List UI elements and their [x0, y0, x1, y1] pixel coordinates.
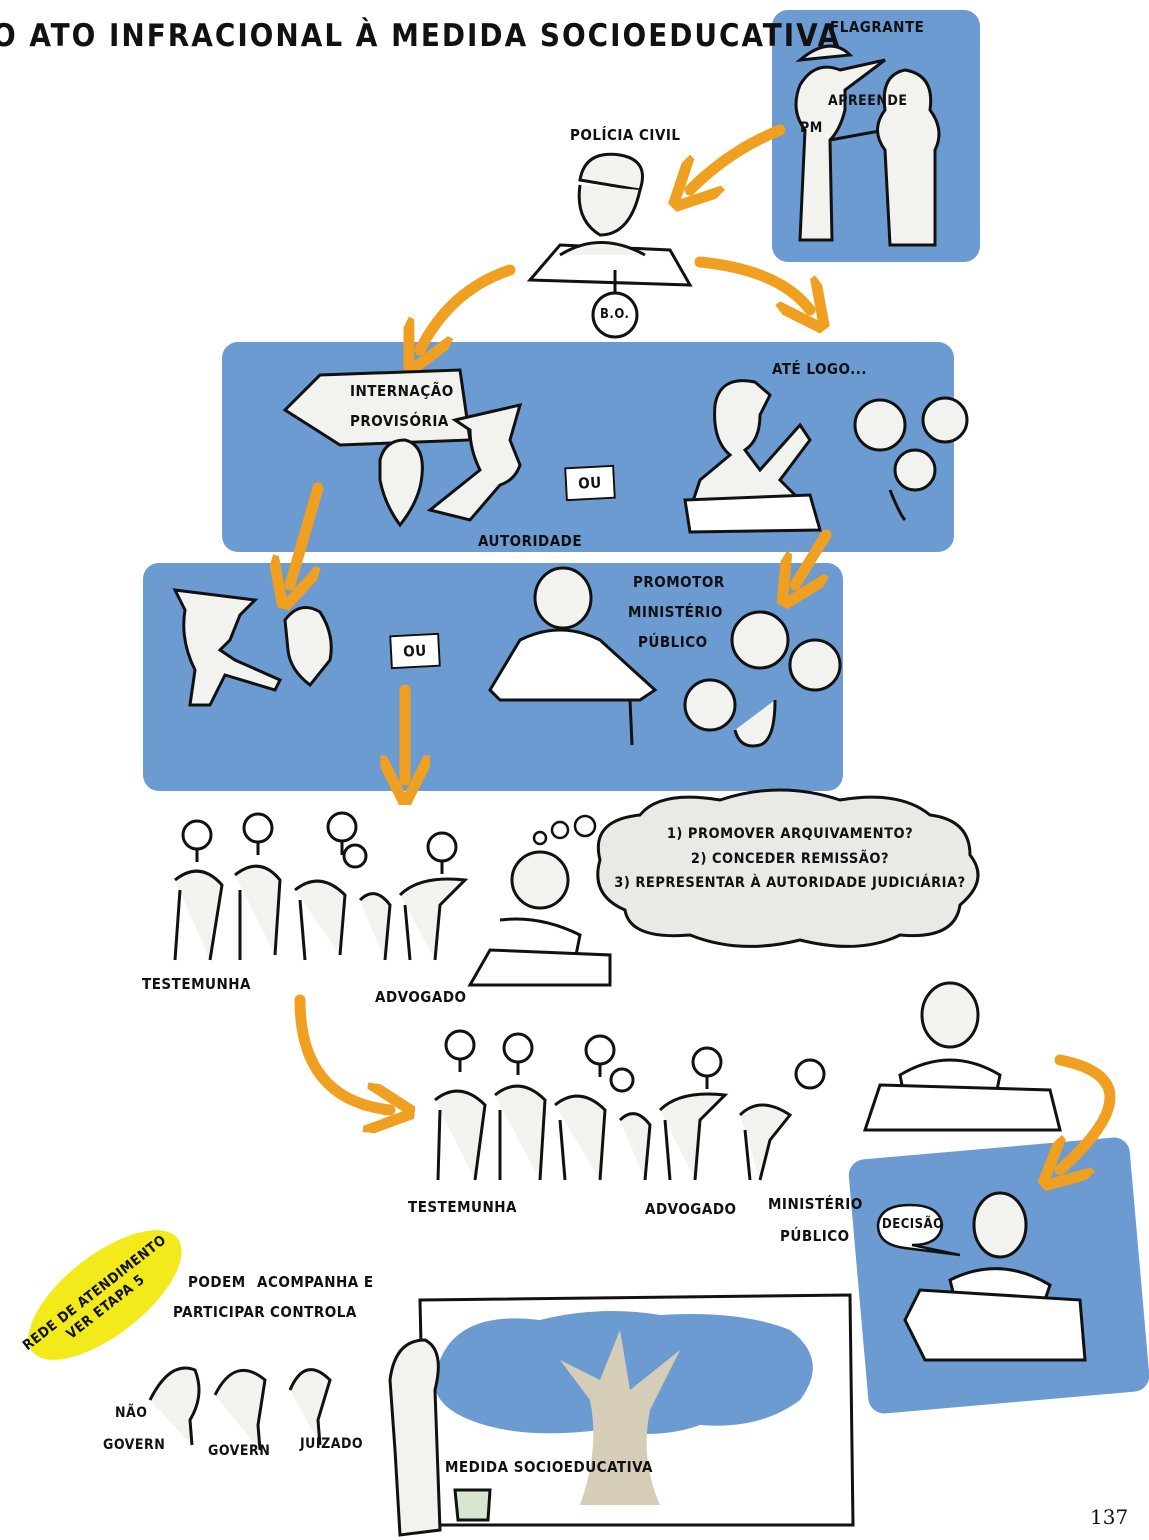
policia-civil-figure — [526, 152, 693, 339]
publico-label: PÚBLICO — [638, 633, 708, 651]
promotor-label: PROMOTOR — [633, 573, 725, 591]
controla-label: CONTROLA — [270, 1303, 357, 1321]
ou-box-1: OU — [564, 464, 616, 502]
decisao-bubble — [876, 1203, 961, 1257]
judge-figure — [862, 981, 1062, 1132]
decisao-label: DECISÃO — [882, 1217, 944, 1232]
podem-label: PODEM — [188, 1273, 246, 1291]
participar-label: PARTICIPAR — [173, 1303, 266, 1321]
crowd-1 — [173, 811, 469, 961]
farewell-figure — [683, 379, 822, 534]
govern-label-1: GOVERN — [103, 1437, 166, 1453]
bo-label: B.O. — [600, 307, 630, 322]
page-title: O ATO INFRACIONAL À MEDIDA SOCIOEDUCATIV… — [0, 18, 842, 54]
arrow-down-left — [290, 482, 324, 585]
flagrante-label: FLAGRANTE — [830, 18, 925, 36]
advogado-label-1: ADVOGADO — [375, 988, 467, 1006]
advogado-label-2: ADVOGADO — [645, 1200, 737, 1218]
autoridade-figure — [426, 402, 523, 522]
peers-figures — [853, 396, 969, 522]
option-representar: 3) REPRESENTAR À AUTORIDADE JUDICIÁRIA? — [614, 875, 966, 892]
autoridade-label: AUTORIDADE — [478, 532, 583, 550]
nao-label: NÃO — [115, 1405, 148, 1421]
youth-detained-figure — [378, 438, 424, 528]
internacao-label: INTERNAÇÃO — [350, 382, 454, 400]
option-arquivamento: 1) PROMOVER ARQUIVAMENTO? — [666, 826, 914, 842]
juizado-label: JUIZADO — [300, 1436, 364, 1452]
publico-label-2: PÚBLICO — [780, 1227, 850, 1245]
promotor-figure — [488, 566, 658, 746]
ministerio-publico-figures — [683, 610, 842, 748]
ate-logo-label: ATÉ LOGO... — [772, 360, 868, 378]
painting-canvas — [418, 1293, 855, 1527]
testemunha-label-2: TESTEMUNHA — [408, 1198, 517, 1216]
page-number: 137 — [1090, 1505, 1129, 1529]
youth-figure — [876, 68, 941, 247]
rede-badge — [28, 1230, 182, 1360]
cloud-text: 1) PROMOVER ARQUIVAMENTO? 2) CONCEDER RE… — [610, 822, 970, 896]
arrow-to-ate-logo — [694, 256, 810, 310]
ou-box-2: OU — [389, 632, 441, 670]
govern-label-2: GOVERN — [208, 1443, 271, 1459]
arrow-to-policia — [690, 124, 786, 190]
arrow-down-right — [795, 529, 832, 585]
internacao-house — [282, 368, 472, 447]
ou-label-2: OU — [402, 641, 428, 661]
provisoria-label: PROVISÓRIA — [350, 412, 449, 430]
arrow-to-decisao — [1060, 1054, 1116, 1170]
crowd-2 — [434, 1029, 826, 1181]
pm-figure — [794, 44, 886, 242]
judge-deciding-figure — [903, 1191, 1087, 1362]
arrow-to-internacao — [420, 264, 516, 350]
thought-cloud — [596, 788, 980, 948]
ministerio-label: MINISTÉRIO — [628, 603, 723, 621]
acompanha-label: ACOMPANHA E — [257, 1273, 374, 1291]
ministerio-label-2: MINISTÉRIO — [768, 1195, 863, 1213]
painter-figure — [388, 1338, 492, 1537]
policia-civil-label: POLÍCIA CIVIL — [570, 126, 681, 144]
ou-label-1: OU — [577, 473, 603, 493]
network-crowd — [148, 1366, 332, 1451]
arrow-to-audiencia — [294, 994, 390, 1110]
apreende-label: APREENDE — [828, 93, 908, 109]
youth-figure-2 — [283, 606, 333, 688]
medida-label: MEDIDA SOCIOEDUCATIVA — [445, 1458, 653, 1476]
thought-bubbles — [532, 814, 597, 846]
officer-figure — [172, 588, 283, 707]
testemunha-label-1: TESTEMUNHA — [142, 975, 251, 993]
option-remissao: 2) CONCEDER REMISSÃO? — [690, 850, 890, 867]
pm-label: PM — [800, 120, 823, 136]
thinking-promotor — [467, 850, 612, 987]
